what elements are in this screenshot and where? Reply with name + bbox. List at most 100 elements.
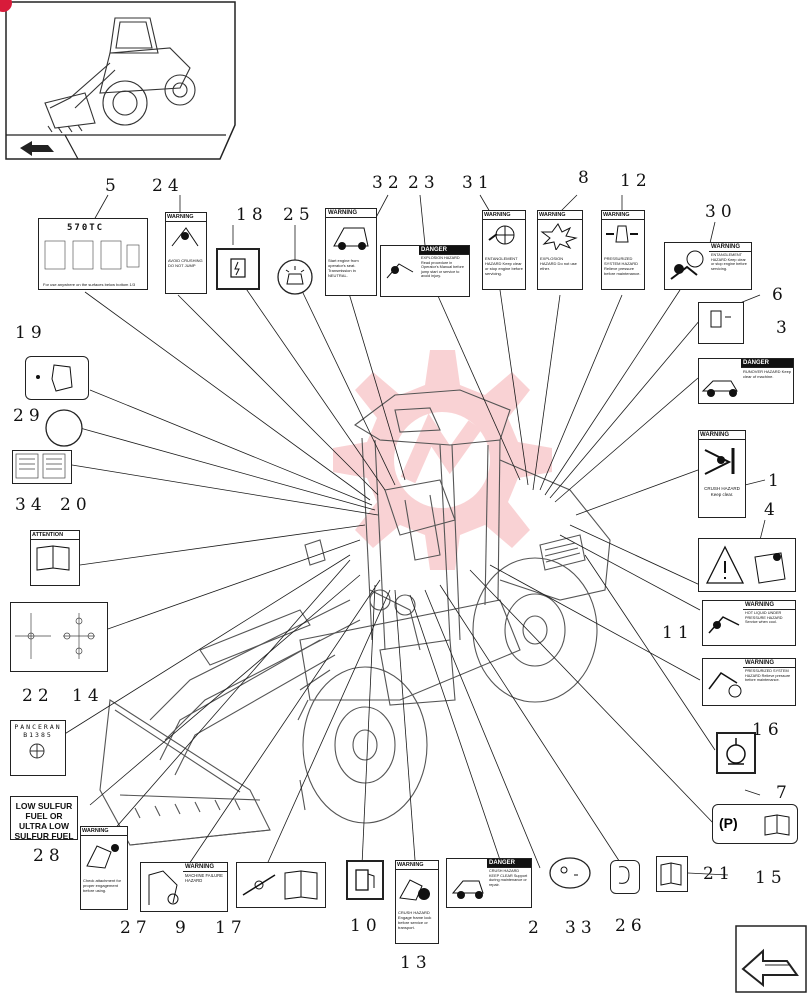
- navigation-arrow-icon[interactable]: [18, 138, 58, 158]
- decal-13-crush-icon: [399, 879, 430, 901]
- decal-10-fuel-pump-icon: [355, 869, 375, 891]
- decal-20-attention: ATTENTION: [30, 530, 80, 586]
- label-16: 16: [752, 720, 784, 740]
- decal-22-line1: PANCERAN: [14, 723, 62, 731]
- decal-2-crush-icon: [451, 880, 484, 899]
- label-23: 23: [408, 173, 440, 193]
- decal-13-header: WARNING: [396, 861, 438, 870]
- decal-27-attachment: WARNING Check attachment for proper enga…: [80, 826, 128, 910]
- label-2: 2: [528, 918, 544, 938]
- decal-29-round-plate: [45, 409, 83, 447]
- label-33: 33: [565, 918, 597, 938]
- loader-thumbnail-icon: [44, 17, 196, 133]
- decal-17-manual-ref: [236, 862, 326, 908]
- label-20: 20: [60, 495, 92, 515]
- decal-14-pattern-icon: [15, 613, 95, 659]
- decal-15-book-icon: [764, 814, 790, 836]
- decal-21-book-icon: [660, 862, 682, 886]
- decal-16-pressure-icon: [708, 671, 742, 698]
- decal-10-fuel: [346, 860, 384, 900]
- decal-31-text: ENTANGLEMENT HAZARD Keep clear or stop e…: [485, 256, 523, 276]
- decal-6-manual-reference: [698, 302, 744, 344]
- label-30: 30: [705, 202, 737, 222]
- decal-12-text: PRESSURIZED SYSTEM HAZARD Relieve pressu…: [604, 256, 641, 276]
- decal-26: [610, 860, 640, 894]
- decal-30-fan-icon: [670, 250, 704, 280]
- decal-31-header: WARNING: [483, 211, 525, 220]
- label-19: 19: [15, 323, 47, 343]
- label-27: 27: [120, 918, 152, 938]
- label-6: 6: [772, 285, 788, 305]
- decal-1-crush: WARNING CRUSH HAZARD Keep clear.: [698, 430, 746, 518]
- decal-18-electrical: [216, 248, 260, 290]
- label-34: 34: [15, 495, 47, 515]
- decal-6-manual-icon: [710, 310, 731, 328]
- decal-11-header: WARNING: [743, 601, 795, 610]
- decal-27-coupler-icon: [86, 844, 119, 869]
- decal-1-text: CRUSH HAZARD Keep clear.: [704, 486, 740, 497]
- thumbnail-frame: [0, 0, 236, 160]
- decal-32-header: WARNING: [326, 209, 376, 218]
- decal-20-book-icon: [36, 545, 70, 571]
- decal-32-operator-icon: [333, 227, 369, 250]
- label-22: 22: [22, 686, 54, 706]
- decal-17-manual-icon: [242, 870, 318, 900]
- decal-28-low-sulfur: LOW SULFUR FUEL OR ULTRA LOW SULFUR FUEL…: [10, 796, 78, 840]
- decal-13-frame-lock: WARNING CRUSH HAZARD Engage frame lock b…: [395, 860, 439, 944]
- decal-22-fan-icon: [29, 743, 45, 759]
- label-1: 1: [768, 471, 784, 491]
- decal-23-header: DANGER: [419, 246, 469, 255]
- decal-7-hook-icon: [726, 738, 746, 765]
- decal-22-serial-plate: PANCERAN B1385: [10, 720, 66, 776]
- decal-28-text: LOW SULFUR FUEL OR ULTRA LOW SULFUR FUEL…: [14, 801, 74, 840]
- decal-3-runover: DANGER RUNOVER HAZARD Keep clear of mach…: [698, 358, 794, 404]
- next-page-arrow-icon[interactable]: [735, 925, 807, 993]
- label-14: 14: [72, 686, 104, 706]
- decal-22-line2: B1385: [23, 731, 53, 739]
- decal-8-header: WARNING: [538, 211, 582, 220]
- decal-19-hand-icon: [36, 364, 73, 392]
- decal-15-symbol: (P): [719, 815, 738, 831]
- label-18: 18: [236, 205, 268, 225]
- label-10: 10: [350, 916, 382, 936]
- decal-23-explosion-danger: DANGER EXPLOSION HAZARD Read procedure i…: [380, 245, 470, 297]
- decal-9-failure-icon: [148, 870, 179, 905]
- label-29: 29: [13, 406, 45, 426]
- decal-24-hazard-icon: [171, 227, 199, 247]
- decal-8-text: EXPLOSION HAZARD Do not use ether.: [540, 256, 577, 271]
- decal-32-text: Start engine from operator's seat. Trans…: [328, 258, 359, 278]
- decal-5-model: 570TC: [67, 223, 105, 233]
- label-25: 25: [283, 205, 315, 225]
- label-26: 26: [615, 916, 647, 936]
- decal-8-explosion-icon: [540, 223, 578, 252]
- label-11: 11: [662, 623, 694, 643]
- decal-4-warning-manual-icon: [705, 545, 786, 584]
- decal-5-model-plate: 570TC For use anywhere on the surfaces b…: [38, 218, 148, 290]
- decal-9-header: WARNING: [183, 863, 227, 872]
- decal-24-header: WARNING: [166, 213, 206, 222]
- decal-3-runover-icon: [701, 380, 738, 397]
- decal-16-text: PRESSURIZED SYSTEM HAZARD Relieve pressu…: [745, 669, 791, 683]
- label-5: 5: [105, 176, 121, 196]
- decal-2-text: CRUSH HAZARD KEEP CLEAR Support during m…: [489, 869, 528, 887]
- corner-badge-icon: [0, 0, 12, 12]
- decal-9-text: MACHINE FAILURE HAZARD: [185, 873, 223, 883]
- label-7: 7: [776, 783, 792, 803]
- decal-3-text: RUNOVER HAZARD Keep clear of machine.: [743, 369, 792, 379]
- decal-8-no-ether: WARNING EXPLOSION HAZARD Do not use ethe…: [537, 210, 583, 290]
- decal-7-lifting: [716, 732, 756, 774]
- decal-31-entanglement: WARNING ENTANGLEMENT HAZARD Keep clear o…: [482, 210, 526, 290]
- label-4: 4: [764, 500, 780, 520]
- label-12: 12: [620, 171, 652, 191]
- decal-34: [12, 450, 72, 484]
- decal-30-entanglement: WARNING ENTANGLEMENT HAZARD Keep clear o…: [664, 242, 752, 290]
- decal-33-oval: [549, 857, 591, 889]
- decal-15-parking: (P): [712, 804, 798, 844]
- decal-23-battery-icon: [386, 263, 414, 279]
- decal-26-symbol-icon: [618, 866, 630, 884]
- label-17: 17: [215, 918, 247, 938]
- label-21: 21: [703, 864, 735, 884]
- battery-switch-icon: [230, 258, 246, 278]
